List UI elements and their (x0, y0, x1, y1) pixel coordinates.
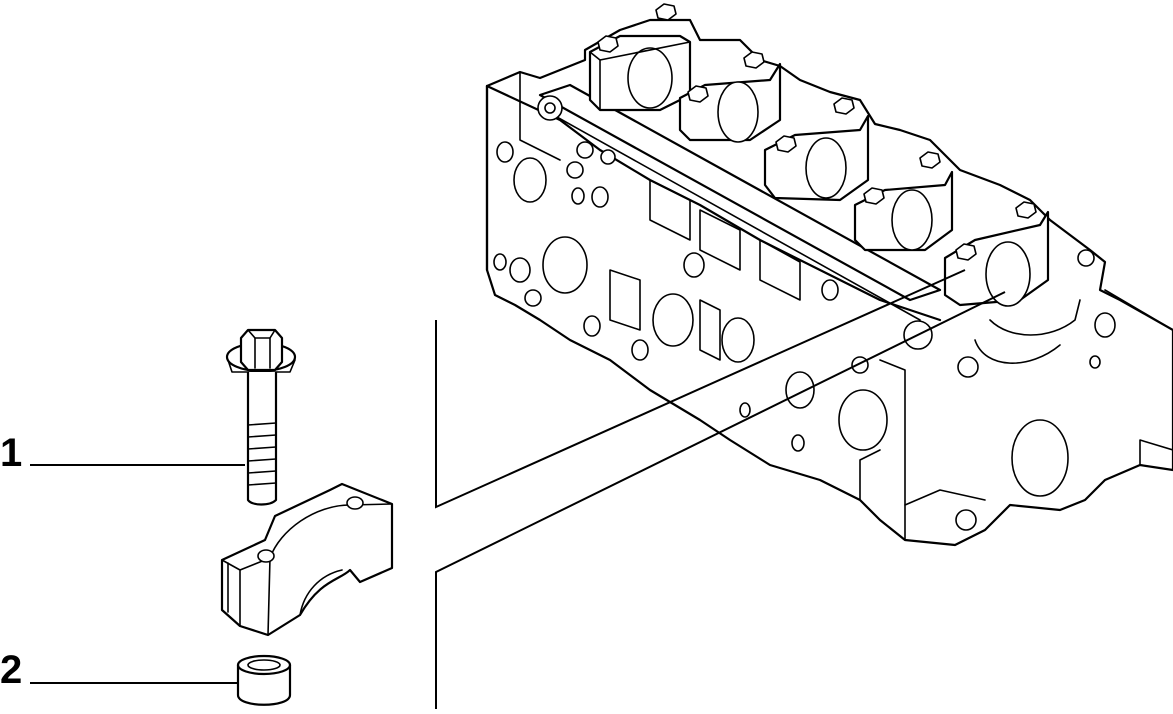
cylinder-head-illustration (485, 3, 1173, 547)
callout-number-1: 1 (0, 431, 23, 475)
bearing-tower-3 (763, 97, 870, 202)
callout-number-2: 2 (0, 648, 23, 692)
bearing-tower-4 (853, 151, 954, 252)
bearing-tower-5 (943, 201, 1081, 364)
cap-bolt-illustration (225, 328, 297, 506)
detail-leader-lines (435, 269, 1006, 709)
dowel-bushing-illustration (236, 654, 292, 706)
bearing-tower-2 (678, 51, 782, 143)
camshaft-bearing-cap-illustration (220, 482, 394, 637)
